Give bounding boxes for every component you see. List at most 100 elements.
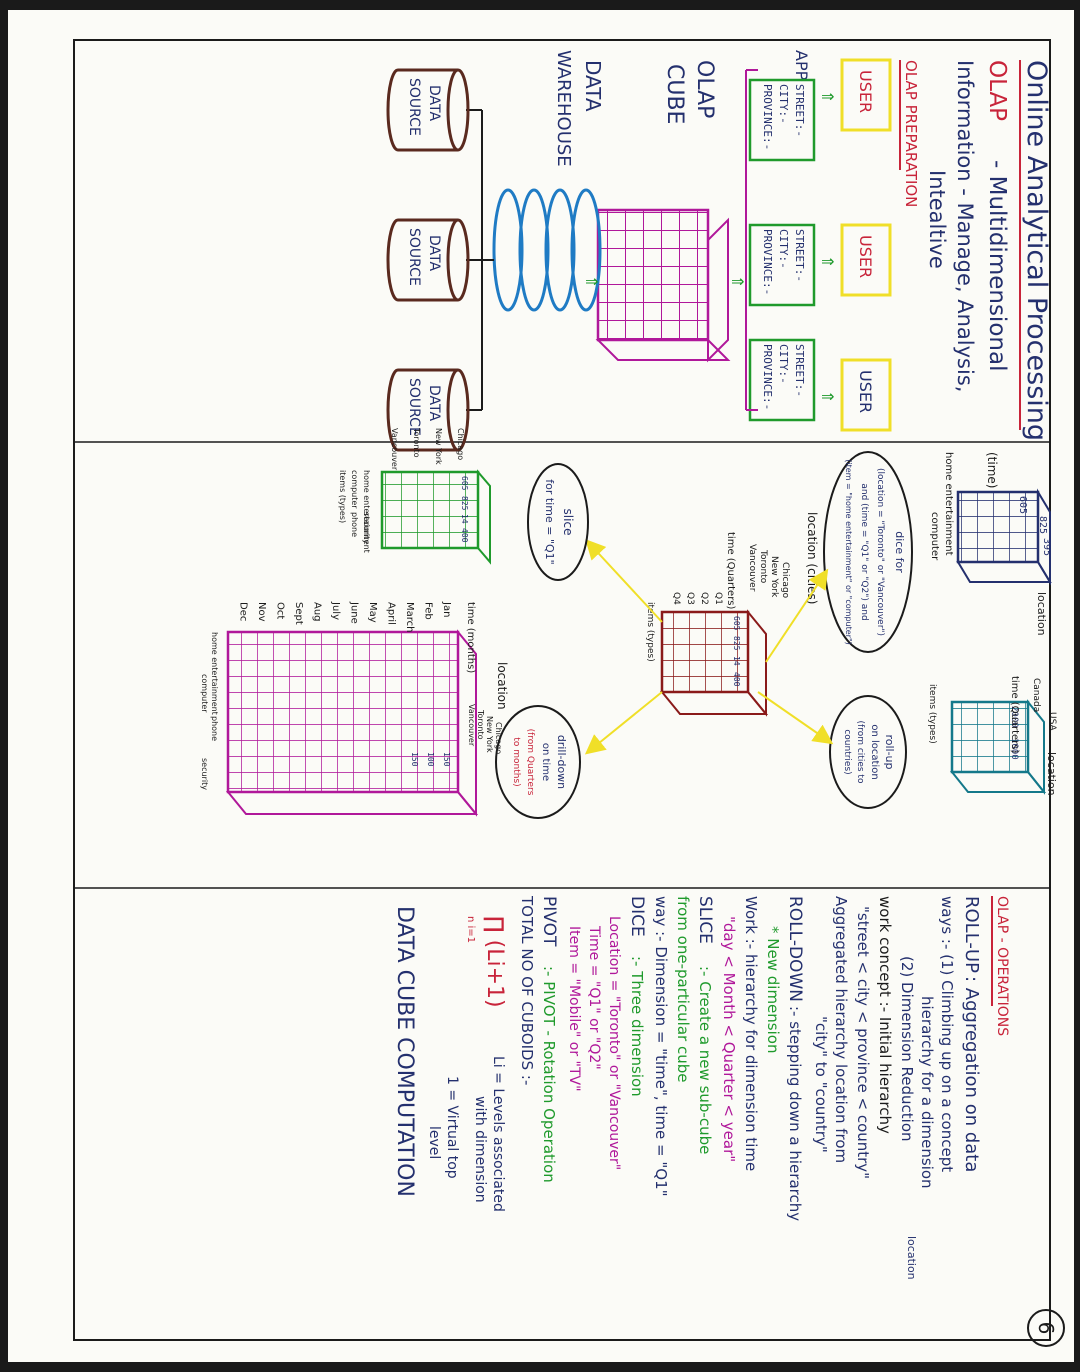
data-label: DATA [581,60,605,112]
slice-city-4: Vancouver [390,428,399,471]
svg-text:and (time = "Q1" or "Q2") and: and (time = "Q1" or "Q2") and [859,483,869,620]
one-desc: 1 = Virtual top [444,1076,460,1179]
slice-item-4: security [362,512,371,544]
svg-text:DATA: DATA [426,235,442,271]
page-frame [73,39,1051,1341]
aggregated: Aggregated hierarchy location from [832,896,850,1163]
central-city-4: Vancouver [747,544,757,592]
work-concept: work concept :- Initial hierarchy [876,896,894,1134]
svg-text:(item = "home entertainment" o: (item = "home entertainment" or "compute… [844,459,853,645]
central-time-label: time (Quarters) [725,532,736,610]
slice-value-3: 14 [460,514,469,524]
svg-text:STREET:-: STREET:- [793,84,806,137]
dice-item-2: computer [929,512,940,561]
slice-item-1: home entertainment [362,470,371,553]
slice-city-3: Toronto [412,427,421,458]
drilldown-month-1: Jan [441,601,452,617]
arrow-user-1: ⇑ [818,90,837,103]
drilldown-value-1: 150 [442,752,451,767]
data-source-1: DATA SOURCE [386,68,470,152]
svg-text:DATA: DATA [426,85,442,121]
drilldown-month-5: May [367,602,378,623]
rollup-bubble: roll-up on location (from cities to coun… [829,695,907,809]
central-city-2: New York [769,556,779,598]
arrow-user-2: ⇑ [818,255,837,268]
olap-preparation-label: OLAP PREPARATION [902,60,920,207]
slice-desc-2: from one-particular cube [674,896,692,1082]
drilldown-month-2: Feb [423,602,434,620]
drilldown-month-3: March [404,602,415,632]
source-connector [466,109,494,411]
architecture-panel: Online Analytical Processing OLAP - Mult… [386,50,1052,452]
central-cube: 605 825 14 400 [659,609,769,717]
data-source-3: DATA SOURCE [386,368,470,452]
slice-item-2: computer [350,470,359,509]
svg-text:CITY:-: CITY:- [777,84,790,124]
central-city-1: Chicago [780,562,790,599]
central-value-1: 605 [732,616,741,631]
central-value-2: 825 [732,636,741,651]
svg-text:SOURCE: SOURCE [406,228,422,286]
title-olap: OLAP [984,60,1010,121]
rollup-items-label: items (types) [927,684,937,744]
svg-text:DATA: DATA [426,385,442,421]
user-3: USER [840,358,892,432]
rollup-value-2: 1000 [1009,738,1019,760]
arrow-to-dice [765,568,829,663]
slice-item-3: phone [350,512,359,537]
li-desc-2: with dimension [472,1096,488,1203]
dice-loc: Location = "Toronto" or "Vancouver" [606,916,622,1170]
operations-heading: OLAP - OPERATIONS [994,896,1010,1036]
operations-panel: 605 825 395 location (time) home enterta… [225,427,1058,819]
user-2: USER [840,223,892,297]
drilldown-bubble: drill-down on time (from Quarters to mon… [495,705,581,819]
central-items-label: items (types) [645,602,655,662]
svg-text:CITY:-: CITY:- [777,344,790,384]
slice-value-1: 605 [460,476,469,491]
warehouse-disks [492,188,602,312]
app-label: APP [792,50,811,81]
rollup-location-label: location [1045,752,1058,796]
formula-limits: n i=1 [465,916,476,943]
drilldown-value-3: 150 [410,752,419,767]
ways-2: (2) Dimension Reduction [898,956,916,1142]
drilldown-city-4: Vancouver [467,704,476,747]
slice-city-2: New York [434,428,443,465]
arrow-to-rollup [757,691,834,745]
slice-grid: 605 825 14 400 [380,469,491,565]
title-line-1: Online Analytical Processing [1021,60,1052,441]
ways-1: ways :- (1) Climbing up on a concept [938,896,956,1172]
arrow-to-slice [585,539,663,623]
page-number: 6 [1034,1322,1058,1335]
central-q2: Q2 [699,592,709,605]
central-q1: Q1 [713,592,723,605]
svg-text:dice for: dice for [893,531,906,573]
svg-text:drill-down: drill-down [555,735,568,789]
drilldown-month-8: Aug [312,602,323,622]
rollup-country-1: USA [1047,712,1057,731]
pivot-title: PIVOT [539,896,559,947]
warehouse-label: WAREHOUSE [553,50,574,167]
drilldown-cube: 150 100 150 [225,629,479,817]
drilldown-item-3: phone [210,716,219,741]
pivot-desc: :- PIVOT - Rotation Operation [540,966,558,1183]
slice-way: way :- Dimension = "time", time = "Q1" [652,896,670,1197]
drilldown-value-2: 100 [426,752,435,767]
notebook-page: 6 Online Analytical Processing OLAP - Mu… [8,10,1074,1362]
drilldown-month-10: Oct [275,602,286,619]
arrow-warehouse-cube: ⇑ [582,275,601,288]
app-box-1: STREET:- CITY:- PROVINCE:- [748,78,816,162]
svg-text:roll-up: roll-up [883,734,896,769]
svg-text:SOURCE: SOURCE [406,78,422,136]
slice-value-4: 400 [460,528,469,543]
dice-location-label: location [1035,592,1048,636]
data-source-2: DATA SOURCE [386,218,470,302]
title-line-2: - Multidimensional [984,160,1010,371]
dice-desc: :- Three dimension [628,956,646,1097]
arrow-user-3: ⇑ [818,390,837,403]
svg-text:slice: slice [561,509,575,536]
arrow-cube-app: ⇑ [728,275,747,288]
drilldown-month-9: Sept [293,602,304,625]
user-1: USER [840,58,892,132]
page-number-circle [1027,1309,1065,1347]
